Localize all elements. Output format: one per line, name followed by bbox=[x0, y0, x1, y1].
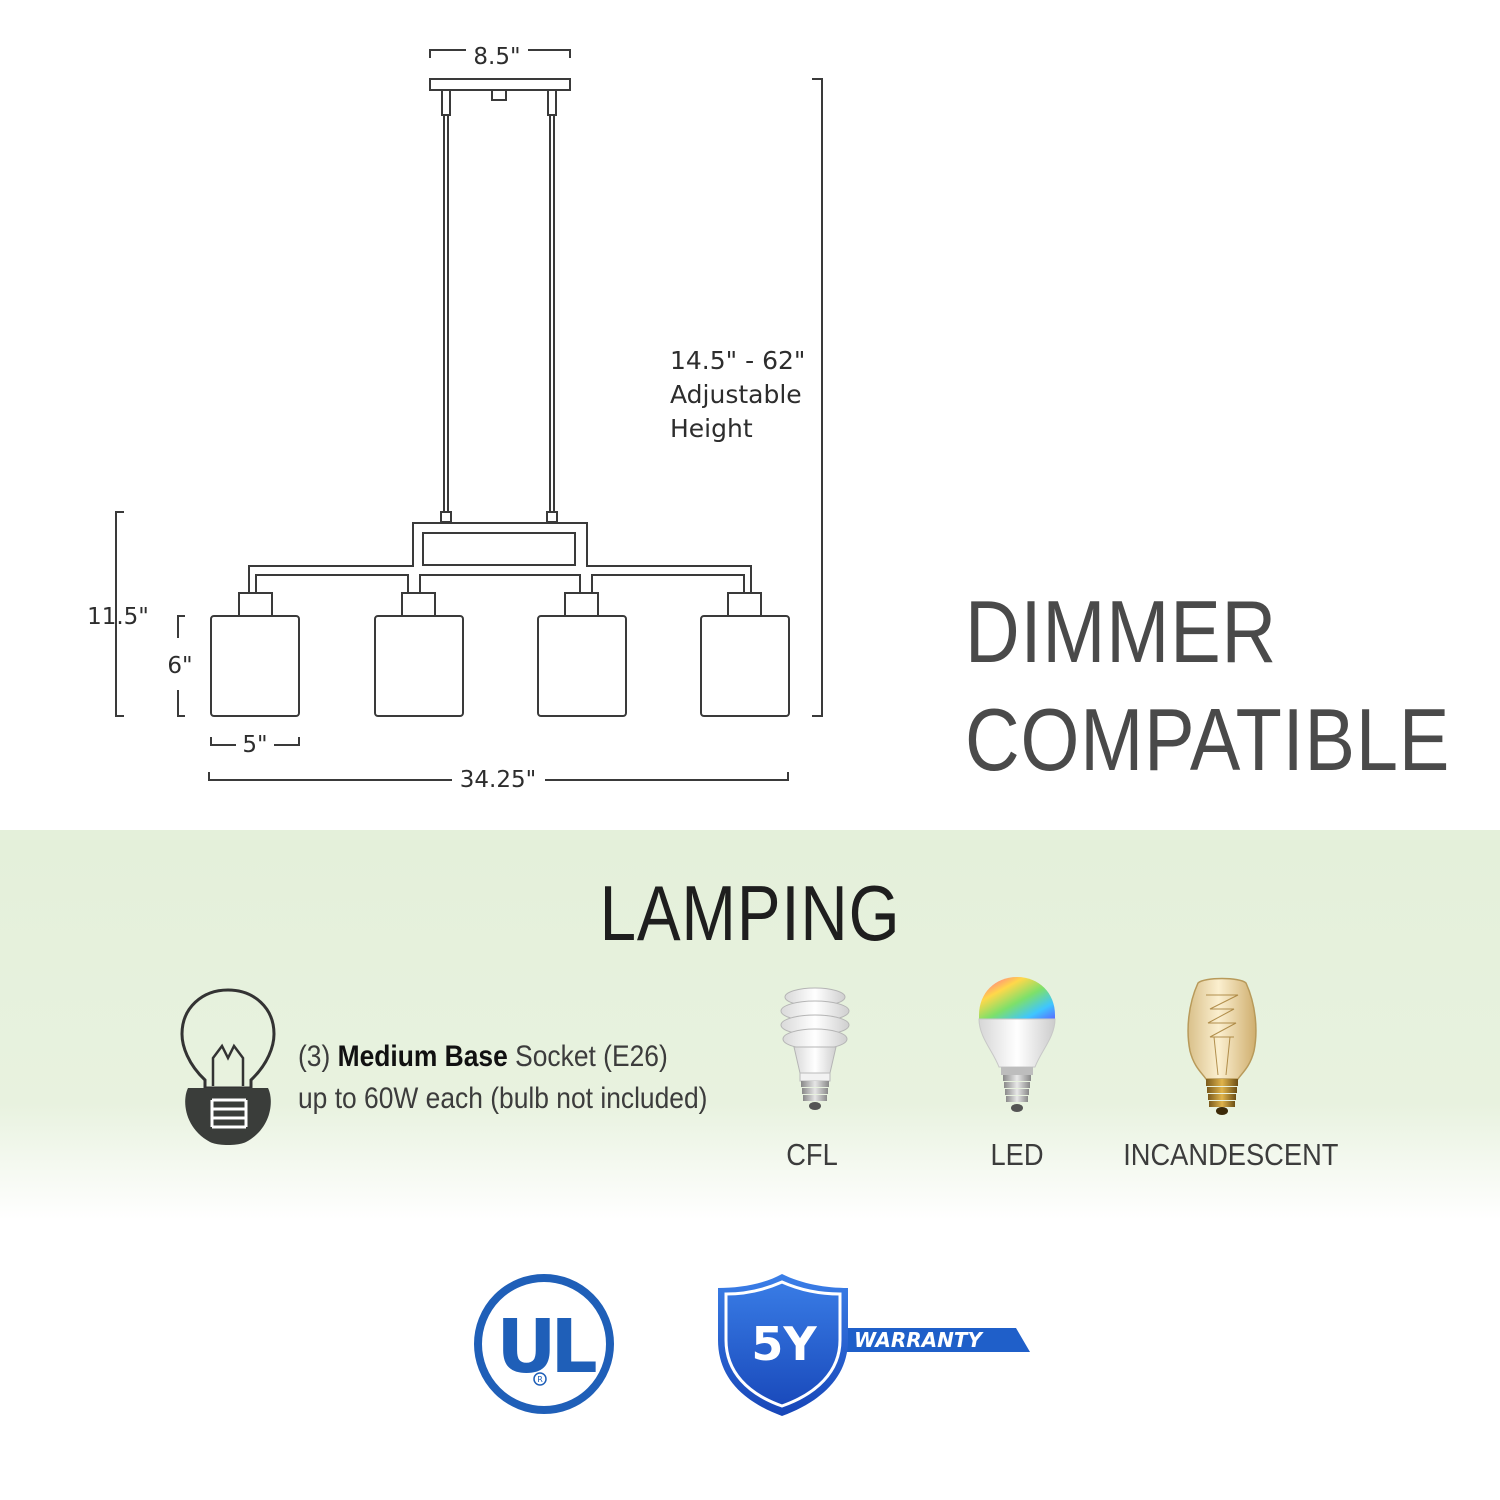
socket-standard: Socket (E26) bbox=[515, 1040, 668, 1073]
lamping-title: LAMPING bbox=[599, 869, 901, 957]
canopy-width-label: 8.5" bbox=[473, 44, 520, 70]
canopy bbox=[429, 78, 571, 91]
led-bulb-icon bbox=[978, 977, 1056, 1112]
body-height-label: 11.5" bbox=[87, 604, 149, 630]
lightbulb-icon bbox=[180, 988, 276, 1145]
fixture-dimension-diagram: 8.5" 11.5" 6" 5" 34.25" bbox=[87, 44, 823, 793]
shades bbox=[210, 592, 790, 717]
warranty-badge: 5Y WARRANTY bbox=[718, 1274, 1030, 1416]
dimension-lines bbox=[115, 49, 823, 781]
socket-spec: (3) Medium Base Socket (E26) up to 60W e… bbox=[298, 1036, 707, 1120]
shade-height-label: 6" bbox=[167, 653, 192, 679]
dimmer-compatible-heading: DIMMER COMPATIBLE bbox=[965, 578, 1450, 794]
ul-letters: UL bbox=[496, 1304, 596, 1390]
height-caption-2: Height bbox=[670, 414, 753, 443]
warranty-text: WARRANTY bbox=[854, 1328, 984, 1352]
socket-count: (3) bbox=[298, 1040, 331, 1073]
canopy-screw bbox=[491, 89, 507, 101]
socket-type: Medium Base bbox=[337, 1040, 508, 1073]
cfl-bulb-icon bbox=[780, 987, 850, 1110]
incandescent-label: INCANDESCENT bbox=[1123, 1137, 1339, 1172]
overall-width-label: 34.25" bbox=[460, 767, 536, 793]
dimmer-line-2: COMPATIBLE bbox=[965, 690, 1451, 789]
shade-width-label: 5" bbox=[242, 732, 267, 758]
dimmer-line-1: DIMMER bbox=[965, 582, 1278, 681]
warranty-years: 5Y bbox=[751, 1317, 817, 1371]
fixture-frame bbox=[248, 522, 752, 593]
socket-line: (3) Medium Base Socket (E26) bbox=[298, 1036, 707, 1078]
incandescent-bulb-icon bbox=[1187, 977, 1257, 1115]
height-range: 14.5" - 62" bbox=[670, 346, 806, 375]
svg-text:R: R bbox=[537, 1375, 543, 1384]
cfl-label: CFL bbox=[786, 1137, 838, 1172]
wattage-line: up to 60W each (bulb not included) bbox=[298, 1082, 708, 1115]
adjustable-height-label: 14.5" - 62" Adjustable Height bbox=[670, 344, 805, 446]
height-caption-1: Adjustable bbox=[670, 380, 802, 409]
led-label: LED bbox=[990, 1137, 1044, 1172]
ul-certification-logo: UL R bbox=[474, 1274, 614, 1414]
suspension-rods bbox=[440, 89, 558, 523]
